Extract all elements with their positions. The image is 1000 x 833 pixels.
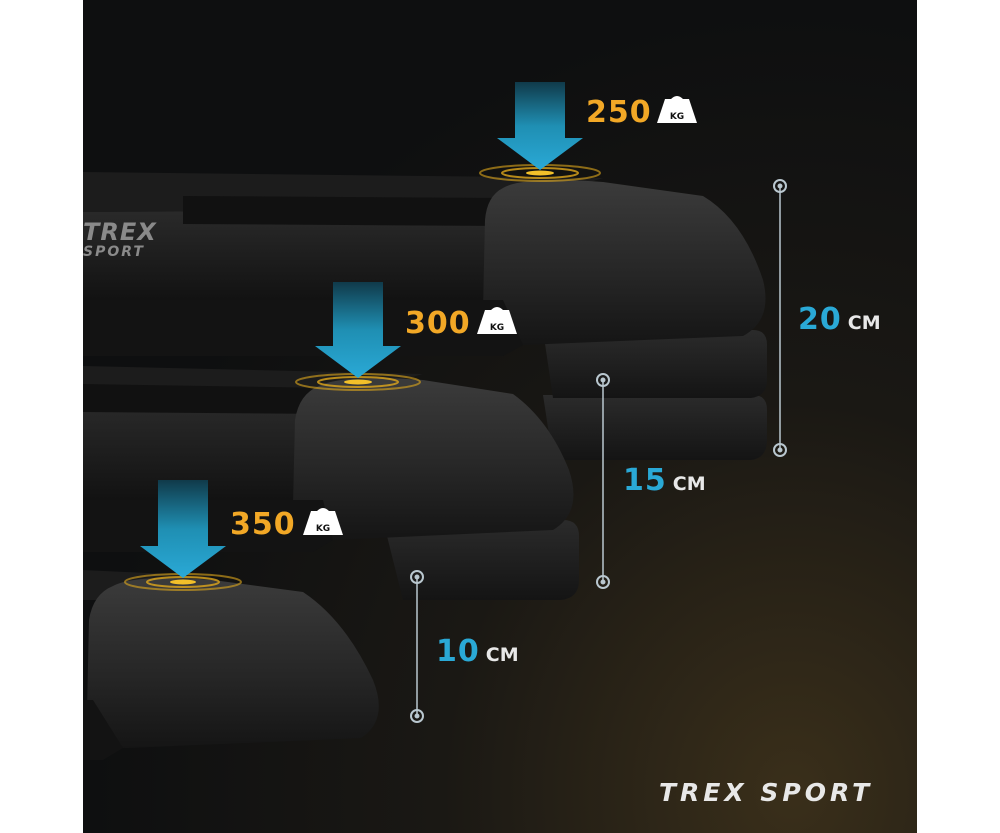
weight-kg-icon: KG — [303, 508, 343, 535]
load-label-300: 300 — [405, 306, 471, 341]
height-line-15cm — [596, 373, 610, 589]
height-value: 15 — [623, 463, 667, 498]
step-20cm — [83, 172, 767, 460]
svg-text:KG: KG — [316, 524, 330, 534]
height-unit: CM — [485, 644, 519, 666]
height-value: 10 — [436, 634, 480, 669]
arrow-down-icon — [140, 480, 226, 578]
height-unit: CM — [847, 312, 881, 334]
weight-kg-icon: KG — [477, 307, 517, 334]
arrow-down-icon — [497, 82, 583, 170]
arrow-down-icon — [315, 282, 401, 378]
weight-kg-icon: KG — [657, 96, 697, 123]
height-value: 20 — [798, 302, 842, 337]
height-unit: CM — [672, 473, 706, 495]
step-15cm — [83, 366, 579, 600]
aerobic-steps-illustration: KG KG KG — [83, 82, 787, 760]
step-logo: TREX SPORT — [83, 218, 157, 262]
height-line-20cm — [773, 179, 787, 457]
load-label-350: 350 — [230, 507, 296, 542]
svg-text:KG: KG — [490, 323, 504, 333]
svg-text:KG: KG — [670, 112, 684, 122]
brand-logo: TREX SPORT — [659, 778, 874, 807]
load-label-250: 250 — [586, 95, 652, 130]
step-10cm — [83, 570, 379, 760]
height-line-10cm — [410, 570, 424, 723]
step-logo-line1: TREX — [83, 218, 157, 246]
step-logo-line2: SPORT — [83, 244, 145, 260]
